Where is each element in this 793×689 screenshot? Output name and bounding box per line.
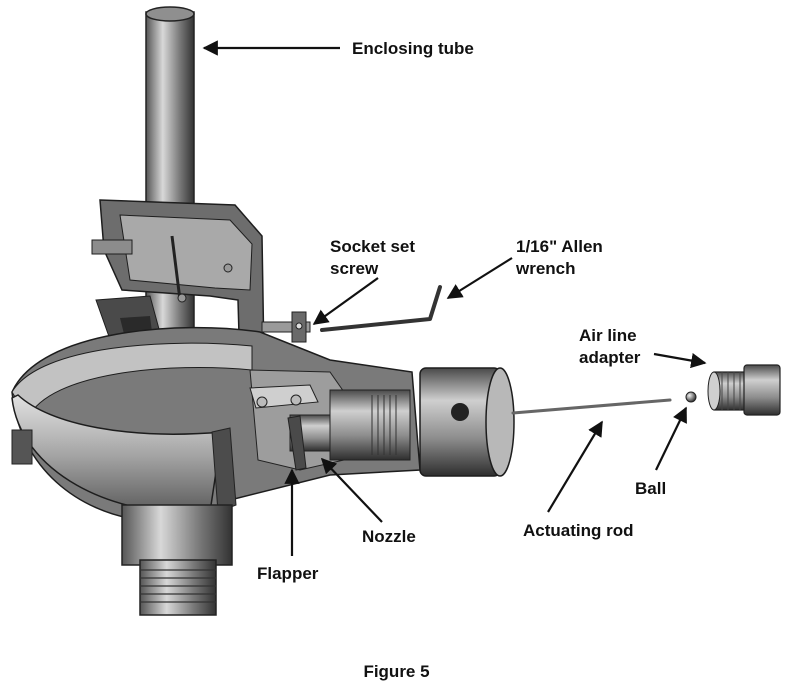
socket-set-screw-part (261, 311, 311, 343)
label-nozzle: Nozzle (362, 527, 416, 546)
flapper-part (287, 415, 307, 471)
label-ball: Ball (635, 479, 667, 498)
case-body (11, 326, 421, 521)
end-cylinder (419, 367, 515, 477)
arrow-air-line-adapter (653, 352, 707, 369)
arrow-actuating-rod (547, 420, 603, 513)
arrow-ball (655, 406, 687, 471)
allen-wrench-part (320, 285, 442, 332)
ball-part (685, 391, 697, 403)
figure-caption: Figure 5 (363, 662, 430, 681)
label-air-line-adapter-line1: Air line (579, 326, 637, 345)
actuating-rod-part (511, 398, 672, 415)
label-socket-set-screw-line2: screw (330, 259, 379, 278)
arrow-nozzle (320, 457, 383, 523)
label-socket-set-screw-line1: Socket set (330, 237, 416, 256)
bottom-fitting (121, 504, 233, 616)
arrow-allen-wrench (446, 257, 513, 299)
label-allen-wrench-line2: wrench (516, 259, 576, 278)
arrow-socket-set-screw (312, 277, 379, 325)
leader-lines (202, 40, 707, 556)
label-allen-wrench-line1: 1/16" Allen (516, 237, 603, 256)
label-enclosing-tube: Enclosing tube (352, 39, 474, 58)
label-actuating-rod: Actuating rod (523, 521, 634, 540)
label-air-line-adapter-line2: adapter (579, 348, 641, 367)
air-line-adapter-part (707, 364, 781, 416)
label-flapper: Flapper (257, 564, 319, 583)
